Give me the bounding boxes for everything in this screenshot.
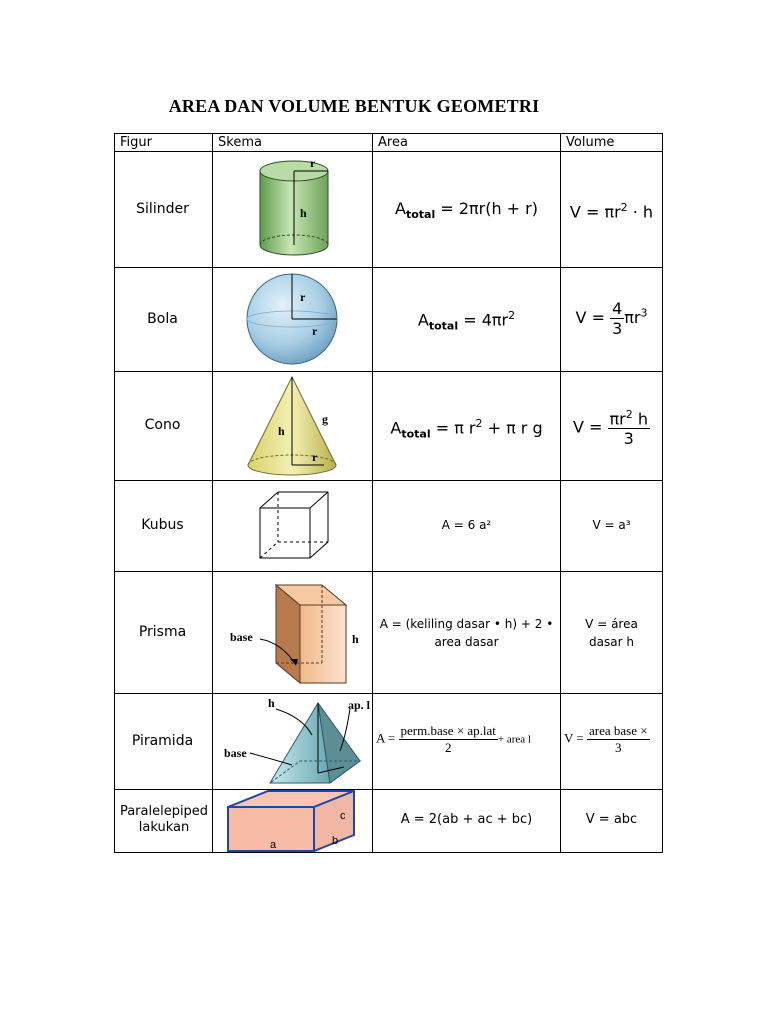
- height-label: h: [278, 424, 285, 438]
- area-formula: Atotal = 2πr(h + r): [395, 199, 538, 222]
- fraction: area base ×3: [587, 723, 650, 755]
- header-area: Area: [378, 135, 408, 150]
- figure-name: Prisma: [138, 624, 187, 640]
- header-figure: Figur: [120, 135, 152, 150]
- table-border-bottom: [114, 852, 663, 853]
- radius-label: r: [312, 324, 318, 338]
- width-label: b: [332, 835, 338, 847]
- cylinder-diagram: r h: [259, 156, 329, 256]
- sphere-diagram: r r: [246, 273, 338, 365]
- figure-name: Paralelepiped lakukan: [119, 804, 209, 835]
- area-formula: Atotal = π r2 + π r g: [390, 417, 543, 441]
- volume-formula: V = πr2 · h: [569, 201, 654, 222]
- apothem-label: ap. l: [348, 698, 371, 712]
- height-label: h: [268, 696, 275, 710]
- pyramid-diagram: h ap. l base: [224, 696, 371, 784]
- row-divider: [114, 267, 663, 268]
- col-divider: [372, 133, 373, 853]
- cube-diagram: [259, 491, 329, 559]
- row-divider: [114, 693, 663, 694]
- row-divider: [114, 571, 663, 572]
- radius-label: r: [300, 290, 306, 304]
- length-label: a: [270, 839, 277, 851]
- row-divider: [114, 789, 663, 790]
- cuboid-diagram: a b c: [227, 789, 355, 853]
- height-label: h: [352, 632, 359, 646]
- volume-formula: V = abc: [585, 812, 638, 827]
- page-title: AREA DAN VOLUME BENTUK GEOMETRI: [168, 96, 540, 116]
- figure-name: Kubus: [141, 517, 184, 533]
- col-divider: [560, 133, 561, 853]
- height-label: c: [340, 810, 346, 822]
- radius-label: r: [312, 450, 318, 464]
- volume-formula: V = área dasar h: [585, 617, 638, 649]
- header-volume: Volume: [566, 135, 615, 150]
- header-divider: [114, 151, 663, 152]
- area-formula: A = 2(ab + ac + bc): [400, 812, 533, 827]
- figure-name: Silinder: [136, 201, 189, 217]
- table-border-top: [114, 133, 663, 134]
- slant-label: g: [322, 412, 328, 426]
- volume-formula: V = a³: [592, 518, 631, 532]
- base-label: base: [230, 630, 253, 644]
- prism-diagram: base h: [230, 583, 359, 685]
- radius-label: r: [310, 156, 316, 170]
- cone-diagram: h g r: [247, 375, 337, 476]
- area-formula: Atotal = 4πr2: [417, 309, 516, 333]
- volume-formula: V = area base ×3: [564, 723, 650, 755]
- col-divider: [212, 133, 213, 853]
- geometry-table: Figur Skema Area Volume Silinder r h Ato…: [114, 133, 663, 853]
- figure-name: Bola: [147, 311, 178, 327]
- figure-name: Piramida: [131, 733, 194, 749]
- header-schema: Skema: [218, 135, 262, 150]
- height-label: h: [300, 206, 307, 220]
- table-border-left: [114, 133, 115, 853]
- base-label: base: [224, 746, 247, 760]
- table-border-right: [662, 133, 663, 853]
- area-formula: A = (keliling dasar • h) + 2 • area dasa…: [379, 617, 554, 649]
- figure-name: Cono: [144, 417, 181, 433]
- row-divider: [114, 371, 663, 372]
- row-divider: [114, 480, 663, 481]
- area-formula: A = 6 a²: [441, 518, 492, 532]
